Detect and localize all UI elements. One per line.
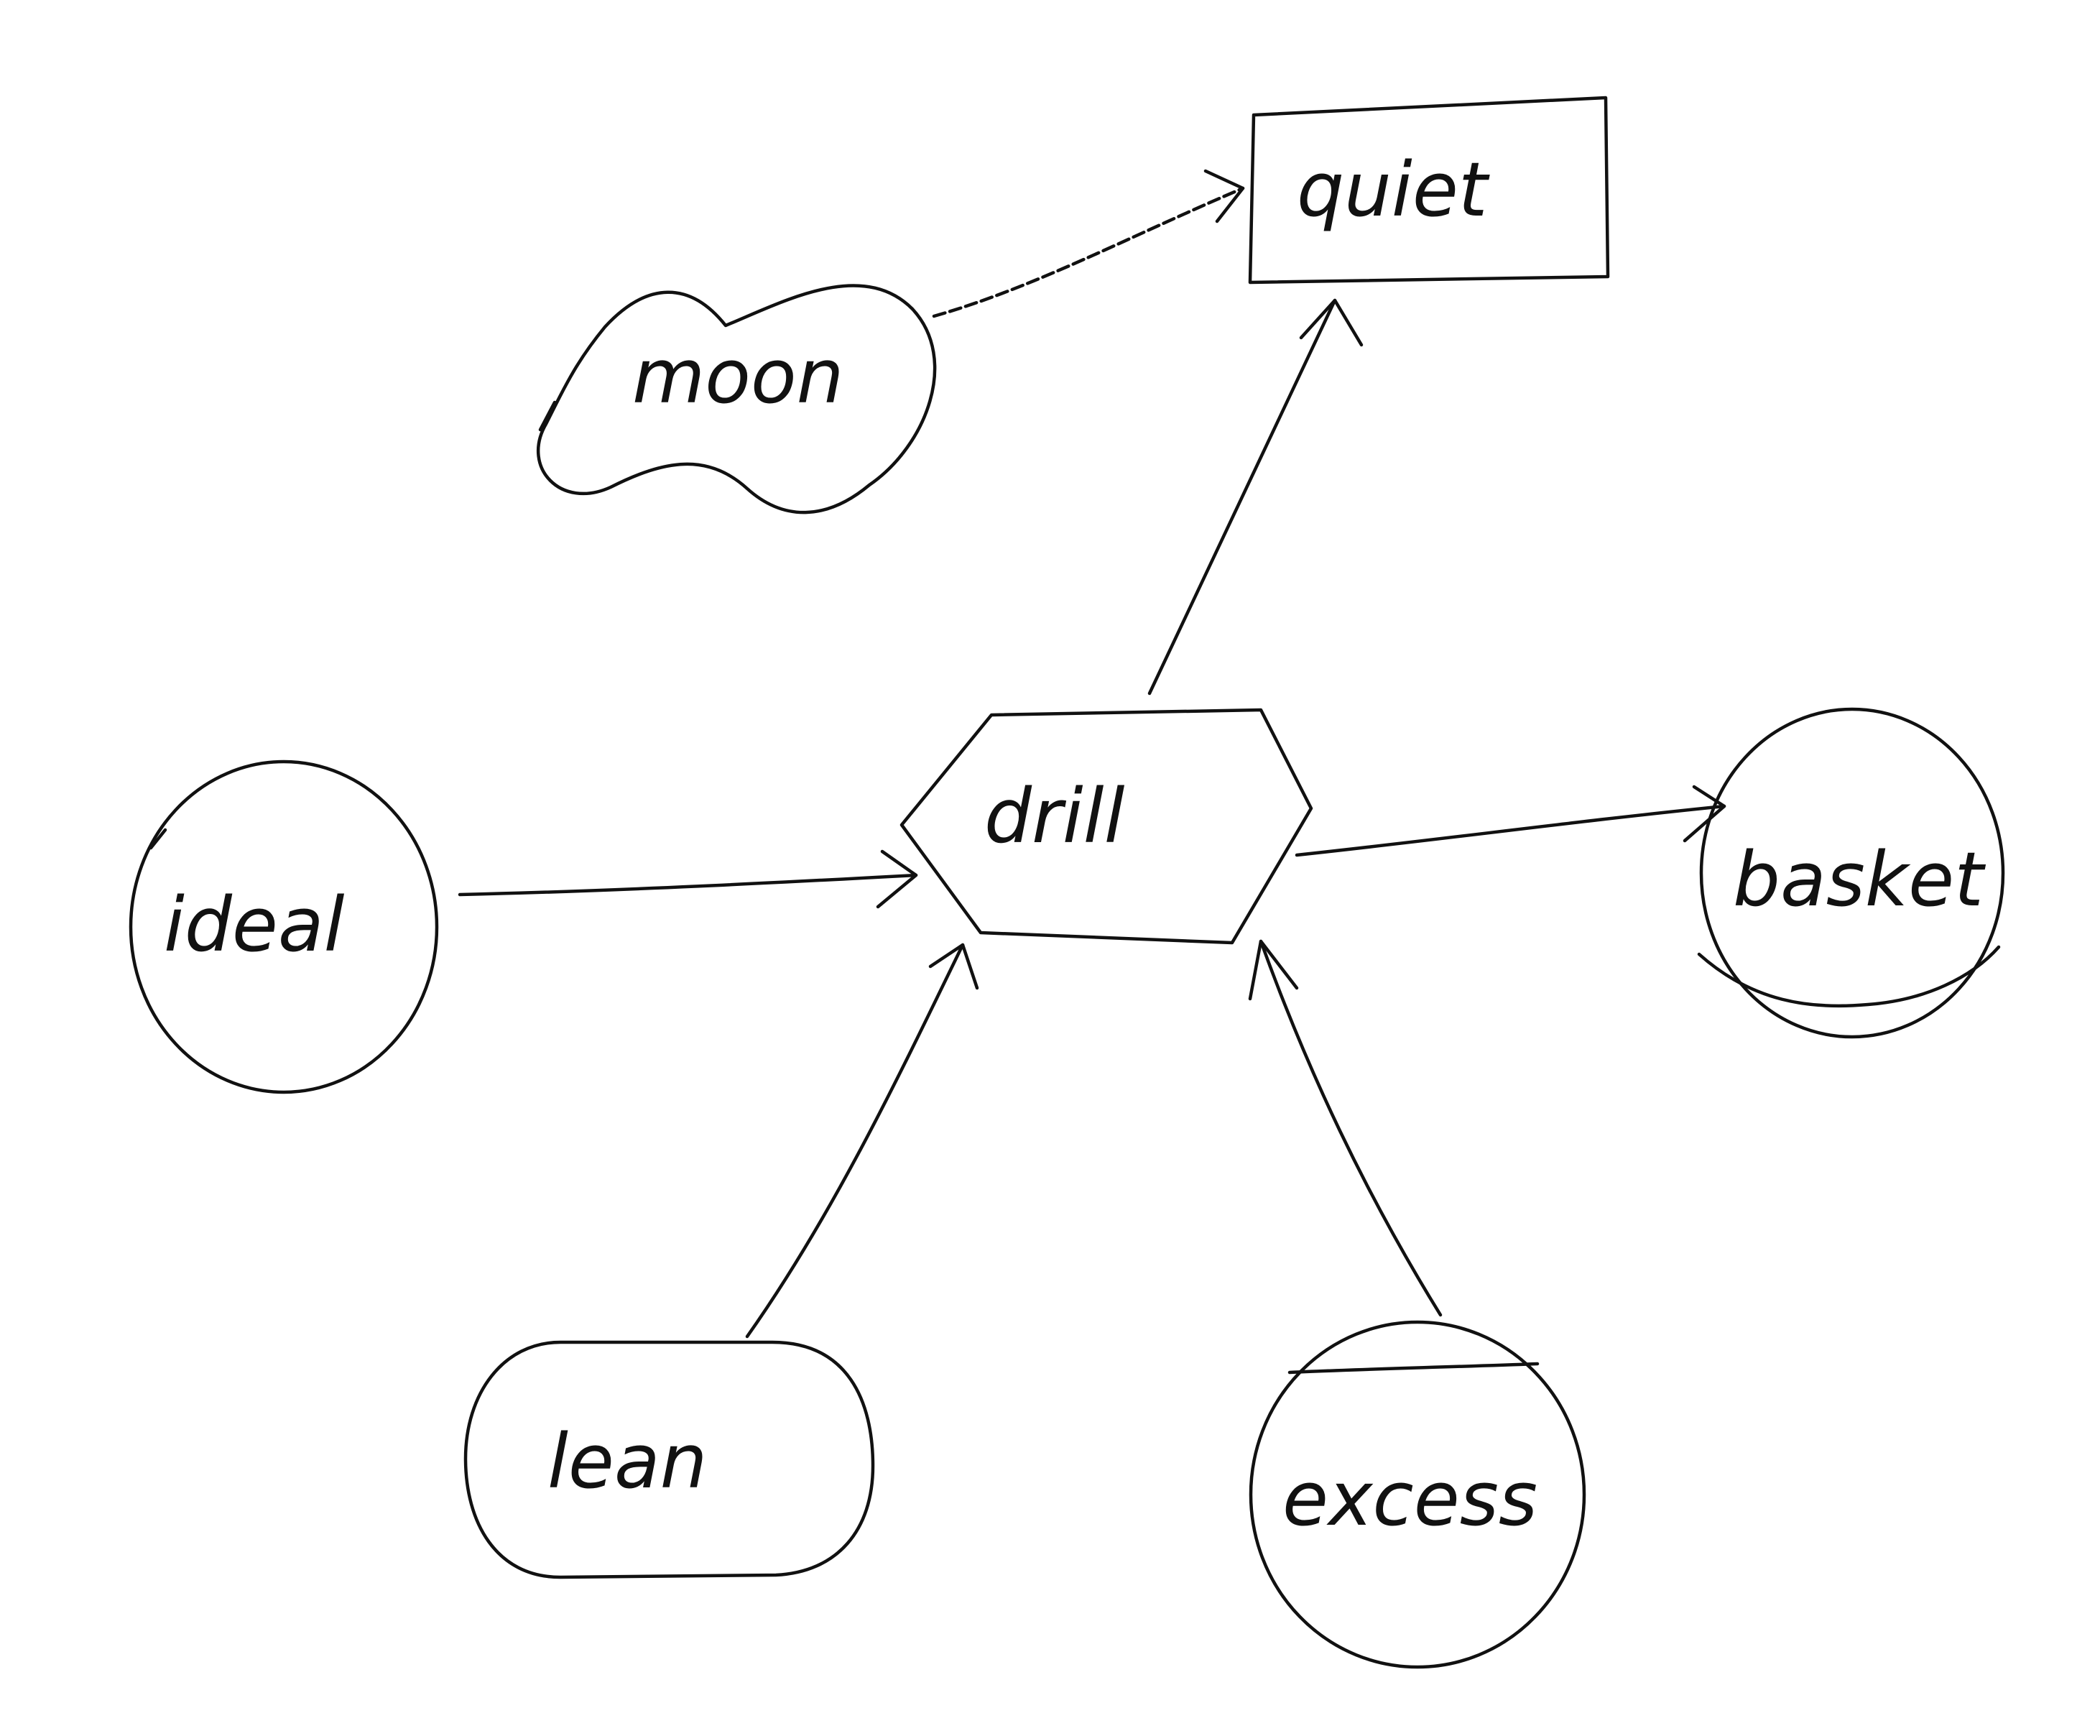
node-quiet: quiet [1248, 96, 1610, 285]
node-ideal-label: ideal [164, 881, 345, 969]
edge-drill-basket [1295, 785, 1726, 857]
node-excess-chord [1287, 1362, 1540, 1375]
edge-moon-quiet [932, 169, 1245, 318]
node-moon-tick [538, 400, 557, 432]
node-drill-label: drill [984, 772, 1125, 860]
node-basket: basket [1697, 707, 2005, 1039]
node-drill: drill [899, 708, 1313, 945]
node-excess: excess [1249, 1320, 1586, 1669]
edges [458, 169, 1726, 1339]
node-excess-label: excess [1282, 1455, 1537, 1543]
node-drill-shape [899, 708, 1313, 945]
node-basket-shape [1699, 707, 2005, 1039]
edge-lean-drill [745, 943, 979, 1339]
edge-excess-drill [1248, 939, 1443, 1317]
edge-drill-quiet [1147, 298, 1364, 696]
node-quiet-label: quiet [1297, 146, 1490, 234]
node-ideal: ideal [129, 760, 439, 1094]
node-basket-label: basket [1733, 836, 1986, 923]
node-basket-arc [1697, 945, 2001, 1008]
node-moon-shape [537, 284, 937, 514]
node-lean-label: lean [547, 1418, 708, 1505]
node-quiet-shape [1248, 96, 1610, 285]
node-lean: lean [463, 1340, 875, 1579]
node-lean-shape [463, 1340, 875, 1579]
node-ideal-tick [149, 828, 167, 850]
node-moon: moon [537, 284, 937, 514]
edge-ideal-drill [458, 849, 918, 909]
node-ideal-shape [129, 760, 439, 1094]
node-moon-label: moon [632, 333, 843, 420]
node-excess-shape [1249, 1320, 1586, 1669]
